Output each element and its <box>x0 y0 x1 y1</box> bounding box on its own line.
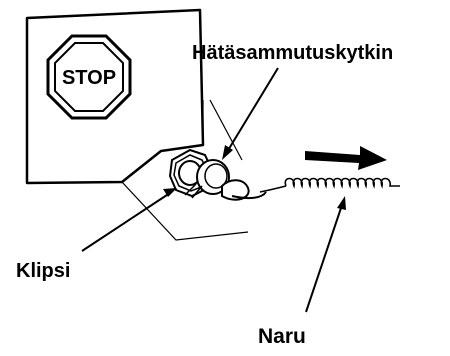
cord <box>259 177 400 193</box>
stop-sign-icon: STOP <box>46 34 132 120</box>
zoom-frame <box>121 99 249 241</box>
clip <box>221 179 267 201</box>
cord-leader-line <box>305 204 343 313</box>
clip-label: Klipsi <box>16 260 71 282</box>
cord-leader-arrowhead <box>337 196 346 210</box>
inset-panel <box>25 8 205 185</box>
switch-leader-line <box>226 67 279 153</box>
emergency-switch-label: Hätäsammutuskytkin <box>192 42 394 64</box>
cord-label: Naru <box>258 325 306 348</box>
switch-leader-arrowhead <box>222 145 233 160</box>
emergency-switch <box>168 148 230 199</box>
clip-leader-arrowhead <box>163 188 177 197</box>
clip-leader-line <box>81 192 171 252</box>
stop-sign-text: STOP <box>62 67 116 89</box>
pull-direction-arrow-icon <box>305 146 387 170</box>
leader-lines <box>81 67 346 313</box>
